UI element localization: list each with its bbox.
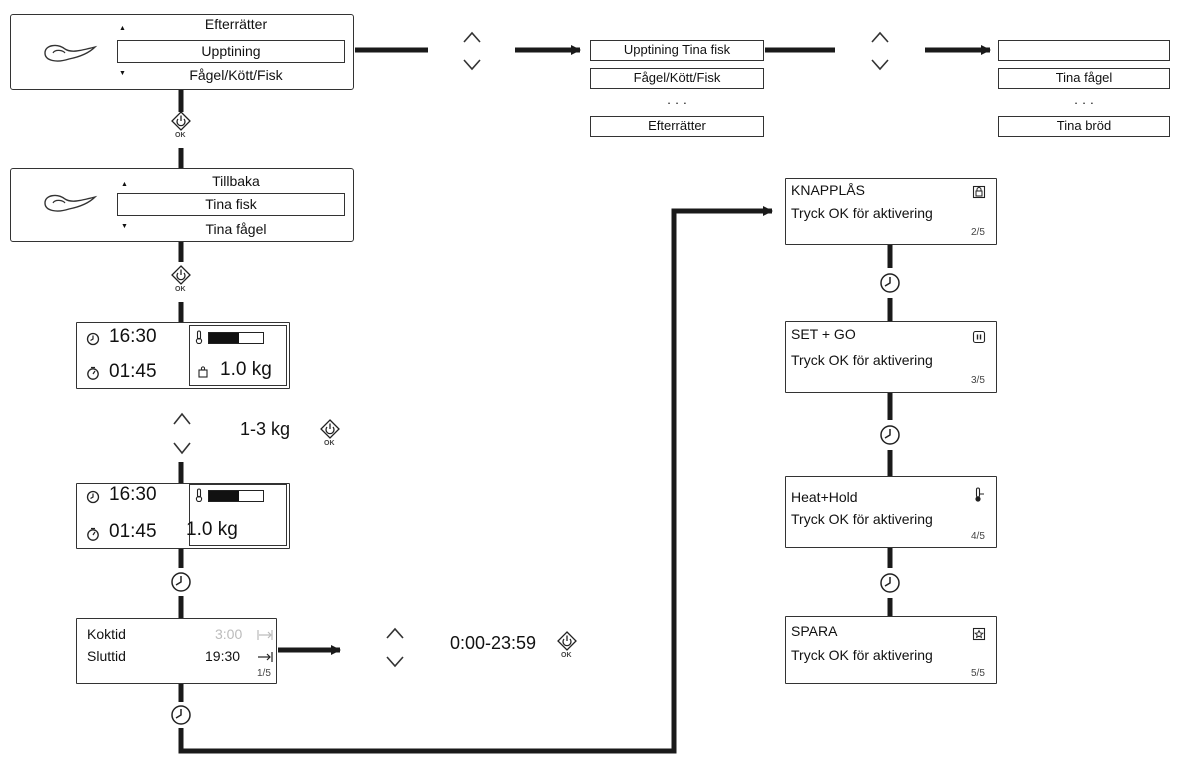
thermometer-icon (195, 330, 203, 344)
up-down-arrows-icon (386, 627, 404, 668)
menu-item-below: Fågel/Kött/Fisk (189, 67, 283, 83)
timer-icon (87, 527, 99, 541)
function-panel-knapplas: KNAPPLÅS Tryck OK för aktivering 2/5 (785, 178, 997, 245)
cook-time-label: Koktid (87, 626, 126, 642)
clock-button-icon (880, 573, 900, 593)
up-down-arrows-icon (173, 412, 191, 455)
lock-icon (972, 185, 986, 199)
meat-icon (44, 194, 98, 212)
scroll-up-icon: ▲ (119, 25, 126, 32)
list-item: Efterrätter (590, 116, 764, 137)
pause-icon (972, 330, 986, 344)
list-item: Tina bröd (998, 116, 1170, 137)
page-indicator: 4/5 (971, 531, 985, 542)
function-text: Tryck OK för aktivering (791, 205, 933, 221)
cooking-duration: 01:45 (109, 521, 157, 542)
page-indicator: 1/5 (257, 668, 271, 679)
ok-button-icon (171, 111, 191, 131)
cook-time-value: 3:00 (215, 626, 243, 642)
duration-icon (257, 630, 273, 640)
menu-item-above: Tillbaka (212, 173, 260, 189)
function-title: Heat+Hold (791, 489, 858, 505)
function-title: SET + GO (791, 326, 856, 342)
page-indicator: 3/5 (971, 375, 985, 386)
clock-button-icon (880, 273, 900, 293)
function-panel-set-go: SET + GO Tryck OK för aktivering 3/5 (785, 321, 997, 393)
up-down-arrows-icon (871, 31, 889, 71)
weight-value: 1.0 kg (220, 359, 272, 380)
clock-button-icon (880, 425, 900, 445)
weight-value: 1.0 kg (186, 519, 238, 540)
menu-item-below: Tina fågel (205, 221, 267, 237)
list-ellipsis: · · · (1073, 95, 1095, 110)
thermometer-icon (195, 488, 203, 502)
menu-item-above: Efterrätter (204, 16, 268, 32)
end-time-label: Sluttid (87, 648, 126, 664)
clock-time: 16:30 (109, 326, 157, 347)
ok-button-icon (320, 419, 340, 439)
menu-item-selected[interactable]: Upptining (117, 40, 345, 63)
clock-icon (86, 490, 100, 504)
meat-icon (44, 44, 98, 62)
end-time-icon (258, 652, 273, 662)
page-indicator: 5/5 (971, 668, 985, 679)
list-item: Fågel/Kött/Fisk (590, 68, 764, 89)
connector-arrow (178, 206, 773, 754)
page-indicator: 2/5 (971, 227, 985, 238)
function-panel-spara: SPARA Tryck OK för aktivering 5/5 (785, 616, 997, 684)
ok-label: OK (175, 286, 186, 293)
function-panel-heat-hold: Heat+Hold Tryck OK för aktivering 4/5 (785, 476, 997, 548)
ok-label: OK (561, 652, 572, 659)
function-title: SPARA (791, 623, 838, 639)
list-ellipsis: · · · (666, 95, 688, 110)
time-range-label: 0:00-23:59 (450, 633, 537, 653)
function-text: Tryck OK för aktivering (791, 647, 933, 663)
ok-button-icon (171, 265, 191, 285)
level-bar-fill (209, 333, 239, 343)
status-box: 1.0 kg (186, 484, 287, 546)
scroll-down-icon: ▼ (119, 70, 126, 77)
menu-item-selected[interactable]: Tina fisk (117, 193, 345, 216)
cook-time-panel: Koktid 3:00 Sluttid 19:30 1/5 (76, 618, 277, 684)
ok-label: OK (324, 440, 335, 447)
menu-panel-tina-fisk: ▲ ▼ Tillbaka Tina fisk Tina fågel (10, 168, 354, 242)
status-box: 1.0 kg (189, 325, 287, 386)
display-panel-weight: 16:30 01:45 1.0 kg (76, 322, 290, 389)
level-bar (208, 332, 264, 344)
memory-icon (972, 627, 986, 641)
level-bar (208, 490, 264, 502)
thermometer-icon (975, 487, 984, 502)
scroll-up-icon: ▲ (121, 181, 128, 188)
weight-range-label: 1-3 kg (240, 419, 291, 439)
cooking-duration: 01:45 (109, 361, 157, 382)
timer-icon (87, 366, 99, 380)
clock-time: 16:30 (109, 484, 157, 505)
end-time-value: 19:30 (205, 648, 241, 664)
clock-button-icon (171, 572, 191, 592)
up-down-arrows-icon (463, 31, 481, 71)
level-bar-fill (209, 491, 239, 501)
list-item: Upptining Tina fisk (590, 40, 764, 61)
list-item (998, 40, 1170, 61)
menu-panel-upptining: ▲ ▼ Efterrätter Upptining Fågel/Kött/Fis… (10, 14, 354, 90)
function-text: Tryck OK för aktivering (791, 511, 933, 527)
list-item: Tina fågel (998, 68, 1170, 89)
weight-icon (198, 366, 208, 378)
display-panel-weight-set: 16:30 01:45 1.0 kg (76, 483, 290, 549)
function-title: KNAPPLÅS (791, 182, 865, 198)
scroll-down-icon: ▼ (121, 223, 128, 230)
ok-button-icon (557, 631, 577, 651)
clock-button-icon (171, 705, 191, 725)
function-text: Tryck OK för aktivering (791, 352, 933, 368)
ok-label: OK (175, 132, 186, 139)
clock-icon (86, 332, 100, 346)
